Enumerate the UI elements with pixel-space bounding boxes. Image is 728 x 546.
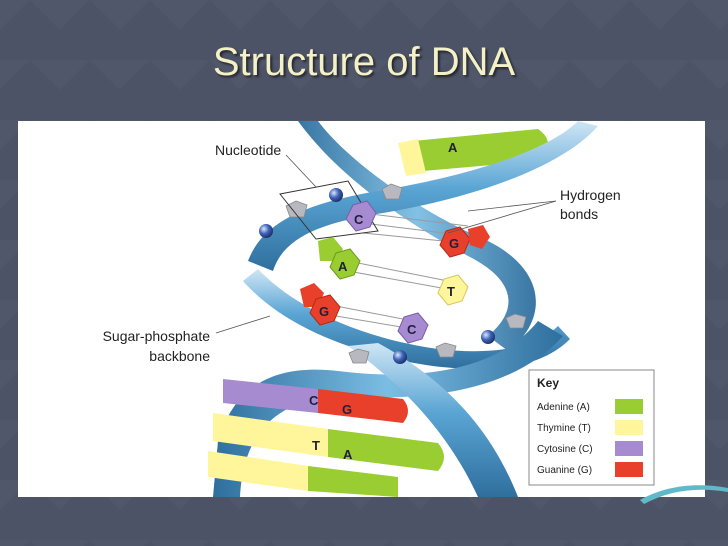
- key-swatch: [615, 399, 643, 414]
- base-letter-bottom-g: G: [342, 402, 352, 417]
- slide-title: Structure of DNA: [212, 40, 516, 84]
- key-item-guanine: Guanine (G): [537, 462, 643, 477]
- base-letter: T: [447, 284, 455, 299]
- key-swatch: [615, 462, 643, 477]
- base-letter-bottom-t: T: [312, 438, 320, 453]
- key-legend: Key Adenine (A) Thymine (T) Cytosine (C)…: [528, 369, 655, 486]
- base-g-left: G: [300, 283, 341, 326]
- backbone-strand-lower: [213, 321, 563, 497]
- base-letter: G: [449, 236, 459, 251]
- base-letter-bottom-a: A: [343, 447, 353, 462]
- label-pointer-lines: [215, 154, 557, 334]
- base-letter-top-a: A: [448, 140, 458, 155]
- base-g-right: G: [439, 225, 490, 258]
- backbone-strand-back: [298, 121, 536, 351]
- dna-diagram: C A G T G C A C G T A: [103, 121, 655, 497]
- key-item-adenine: Adenine (A): [537, 399, 643, 414]
- key-swatch: [615, 441, 643, 456]
- rung-bottom-extra: [208, 451, 398, 497]
- rung-bottom-cg: [223, 379, 408, 423]
- base-letter: C: [354, 212, 364, 227]
- key-label: Guanine (G): [537, 465, 592, 476]
- key-title: Key: [537, 376, 559, 390]
- label-sugar-phosphate: Sugar-phosphate: [103, 328, 211, 344]
- phosphate-groups: [259, 188, 495, 364]
- base-letter: C: [407, 322, 417, 337]
- decorative-swoosh: [640, 485, 728, 504]
- base-t-right: T: [437, 274, 469, 306]
- key-label: Adenine (A): [537, 402, 590, 413]
- key-item-cytosine: Cytosine (C): [537, 441, 643, 456]
- key-label: Cytosine (C): [537, 444, 593, 455]
- base-c-upper: C: [345, 200, 377, 232]
- key-item-thymine: Thymine (T): [537, 420, 643, 435]
- label-hydrogen: Hydrogen: [560, 187, 621, 203]
- dna-figure: C A G T G C A C G T A: [18, 121, 705, 497]
- backbone-strand-upper: [248, 121, 598, 271]
- key-label: Thymine (T): [537, 423, 591, 434]
- base-a-upper: A: [318, 237, 361, 280]
- base-letter: G: [319, 304, 329, 319]
- base-letter: A: [338, 259, 348, 274]
- label-backbone: backbone: [149, 348, 210, 364]
- label-bonds: bonds: [560, 206, 598, 222]
- backbone-strand-bottom: [348, 343, 518, 497]
- base-c-lower: C: [397, 312, 429, 344]
- nucleotide-outline: [279, 180, 379, 240]
- base-letter-bottom-c: C: [309, 393, 319, 408]
- key-swatch: [615, 420, 643, 435]
- label-nucleotide: Nucleotide: [215, 142, 281, 158]
- sugar-molecules: [285, 183, 527, 364]
- rung-bottom-ta: [213, 413, 444, 471]
- backbone-strand-middle: [243, 269, 570, 369]
